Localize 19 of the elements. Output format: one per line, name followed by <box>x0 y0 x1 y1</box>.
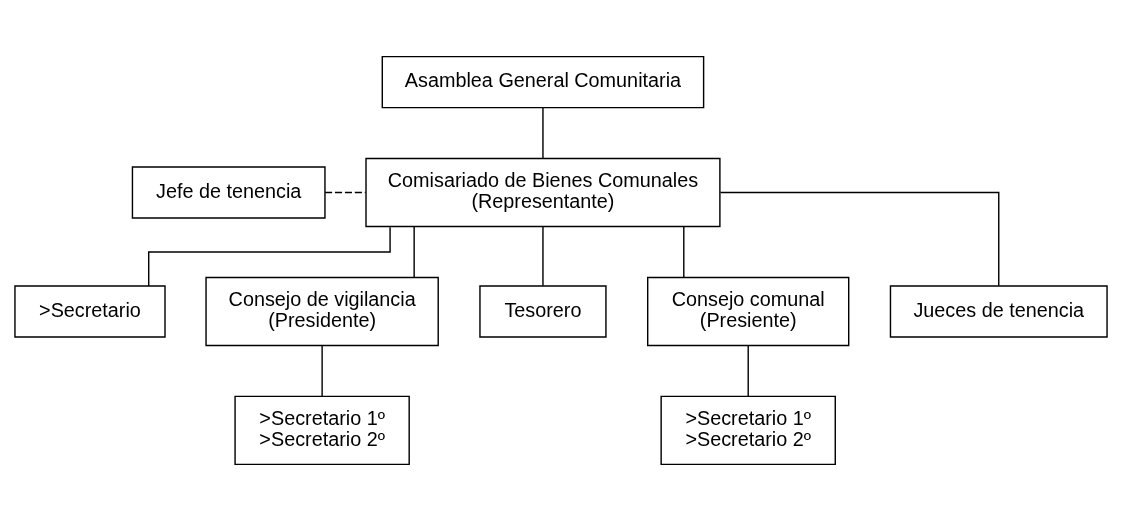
node-box: Asamblea General Comunitaria <box>381 55 705 108</box>
node-box: Jueces de tenencia <box>889 284 1108 338</box>
connector <box>542 225 544 287</box>
connector <box>683 225 685 278</box>
connector <box>719 191 1000 286</box>
connector <box>321 344 323 397</box>
node-box: Jefe de tenencia <box>131 165 326 219</box>
node-box: >Secretario <box>14 284 166 338</box>
node-box: Comisariado de Bienes Comunales (Representante) <box>365 157 721 227</box>
connector <box>324 191 367 193</box>
node-box: Tesorero <box>479 284 607 338</box>
node-box: Consejo comunal (Presiente) <box>647 276 850 346</box>
connector <box>542 106 544 159</box>
node-box: >Secretario 1º >Secretario 2º <box>660 395 836 465</box>
connector <box>148 225 391 287</box>
node-box: >Secretario 1º >Secretario 2º <box>234 395 410 465</box>
connector <box>413 225 415 278</box>
node-box: Consejo de vigilancia (Presidente) <box>205 276 439 346</box>
connector <box>747 344 749 397</box>
